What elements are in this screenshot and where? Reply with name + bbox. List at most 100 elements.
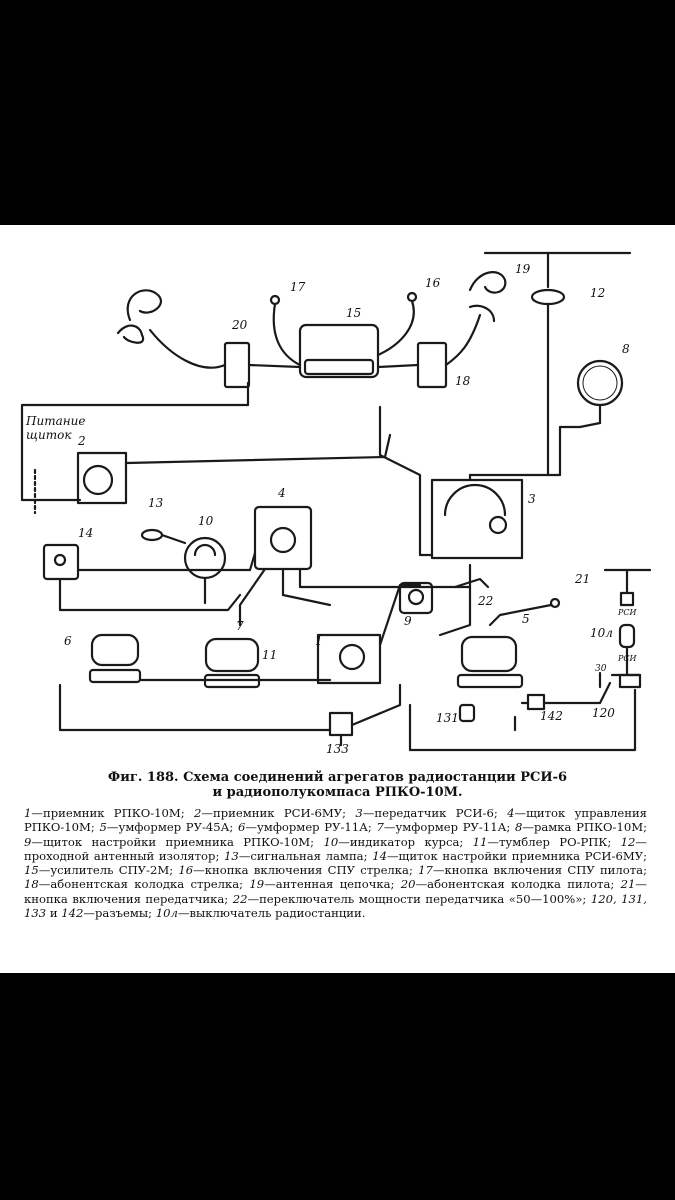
legend-item-number: 9 bbox=[24, 834, 32, 849]
legend-item: 8—рамка РПКО-10М; bbox=[515, 820, 647, 834]
legend-item: 7—умформер РУ-11А; bbox=[376, 820, 514, 834]
legend-item-number: 8 bbox=[514, 820, 523, 835]
legend-item-number: 16 bbox=[178, 863, 194, 878]
label-3: 3 bbox=[528, 492, 536, 506]
scanned-page: Питание щиток 1 2 3 4 5 6 7 8 9 10 11 12… bbox=[0, 225, 675, 973]
label-8: 8 bbox=[622, 342, 630, 356]
label-15: 15 bbox=[346, 306, 361, 320]
label-14: 14 bbox=[78, 526, 93, 540]
legend-item-text: —кнопка включения передатчика; bbox=[24, 877, 647, 906]
legend-item: 5—умформер РУ-45А; bbox=[100, 820, 238, 834]
figure-legend: 1—приемник РПКО-10М; 2—приемник РСИ-6МУ;… bbox=[24, 806, 647, 920]
label-1: 1 bbox=[315, 634, 323, 648]
label-19: 19 bbox=[515, 262, 531, 276]
legend-item-number: 11 bbox=[472, 834, 488, 849]
receiver-rpko10m bbox=[316, 633, 382, 685]
legend-item-number: 10л bbox=[155, 906, 178, 921]
connector-133 bbox=[328, 711, 354, 737]
label-133: 133 bbox=[326, 742, 349, 756]
label-10: 10 bbox=[198, 514, 214, 528]
legend-item: 142—разъемы; bbox=[61, 906, 155, 920]
transmitter-rsi6 bbox=[430, 478, 524, 560]
legend-item-text: —усилитель СПУ-2М; bbox=[38, 863, 179, 878]
connector-131 bbox=[458, 703, 476, 723]
legend-item-text: —индикатор курса; bbox=[338, 834, 473, 849]
legend-item: 18—абонентская колодка стрелка; bbox=[24, 877, 249, 891]
legend-item-text: —переключатель мощности передатчика «50—… bbox=[247, 891, 591, 906]
legend-item: 14—щиток настройки приемника РСИ-6МУ; bbox=[372, 849, 647, 863]
legend-item-text: —щиток настройки приемника РСИ-6МУ; bbox=[386, 848, 647, 863]
legend-item-number: 2 bbox=[194, 806, 202, 820]
amplifier-spu2m bbox=[298, 323, 380, 379]
label-20: 20 bbox=[231, 318, 248, 332]
legend-item-text: —сигнальная лампа; bbox=[238, 848, 373, 863]
label-12: 12 bbox=[590, 286, 605, 300]
legend-item-number: 10 bbox=[323, 834, 339, 849]
converter-7 bbox=[204, 637, 260, 673]
legend-item-number: 19 bbox=[249, 877, 265, 892]
label-6: 6 bbox=[64, 634, 72, 648]
label-17: 17 bbox=[290, 280, 306, 294]
label-4: 4 bbox=[277, 486, 286, 500]
legend-item-text: —абонентская колодка пилота; bbox=[415, 877, 621, 892]
station-switch bbox=[618, 623, 636, 649]
legend-item: 13—сигнальная лампа; bbox=[224, 849, 372, 863]
converter-6 bbox=[90, 633, 140, 667]
label-18: 18 bbox=[455, 374, 471, 388]
label-5: 5 bbox=[522, 612, 530, 626]
rpko-frame-loop bbox=[576, 359, 624, 407]
legend-item-number: 14 bbox=[372, 848, 387, 863]
label-rsi-bottom: РСИ bbox=[617, 654, 638, 663]
legend-item-text: —антенная цепочка; bbox=[264, 877, 401, 892]
legend-item-text: —тумблер РО-РПК; bbox=[487, 834, 621, 849]
connector-142 bbox=[526, 693, 546, 711]
label-120: 120 bbox=[592, 706, 615, 720]
legend-item: 9—щиток настройки приемника РПКО-10М; bbox=[24, 835, 323, 849]
legend-item-text: —разъемы; bbox=[83, 906, 156, 921]
label-2: 2 bbox=[77, 434, 86, 448]
label-10l: 10л bbox=[590, 626, 613, 640]
legend-item-number: 4 bbox=[507, 806, 515, 820]
legend-item-text: —приемник РПКО-10М; bbox=[31, 806, 195, 820]
legend-item-text: —щиток управления РПКО-10М; bbox=[24, 806, 647, 835]
label-power-panel: Питание bbox=[25, 414, 85, 428]
label-21: 21 bbox=[574, 572, 590, 586]
legend-item: 1—приемник РПКО-10М; bbox=[24, 806, 194, 820]
label-142: 142 bbox=[540, 709, 563, 723]
wiring-diagram: Питание щиток 1 2 3 4 5 6 7 8 9 10 11 12… bbox=[20, 251, 652, 756]
legend-item: 12—проходной антенный изолятор; bbox=[24, 835, 647, 863]
legend-item-number: 6 bbox=[238, 820, 246, 835]
label-16: 16 bbox=[425, 276, 441, 290]
label-22: 22 bbox=[477, 594, 493, 608]
legend-item-text: —умформер РУ-45А; bbox=[106, 820, 238, 835]
tuning-panel-rsi bbox=[42, 543, 80, 581]
legend-item: 11—тумблер РО-РПК; bbox=[473, 835, 621, 849]
legend-item-text: —кнопка включения СПУ стрелка; bbox=[193, 863, 419, 878]
legend-item-text: —умформер РУ-11А; bbox=[383, 820, 515, 835]
legend-item: 22—переключатель мощности передатчика «5… bbox=[233, 892, 591, 906]
legend-item-text: —умформер РУ-11А; bbox=[245, 820, 377, 835]
jack-box-gunner bbox=[416, 341, 448, 389]
legend-item: 20—абонентская колодка пилота; bbox=[401, 877, 621, 891]
legend-item-number: 12 bbox=[620, 834, 636, 849]
connector-120 bbox=[618, 673, 642, 689]
legend-item: 19—антенная цепочка; bbox=[249, 877, 400, 891]
legend-item: 21—кнопка включения передатчика; bbox=[24, 877, 647, 905]
legend-item: 16—кнопка включения СПУ стрелка; bbox=[178, 863, 418, 877]
legend-item-number: 3 bbox=[355, 806, 363, 820]
legend-item: 17—кнопка включения СПУ пилота; bbox=[418, 863, 647, 877]
legend-item-number: 20 bbox=[400, 877, 416, 892]
legend-item-text: —абонентская колодка стрелка; bbox=[38, 877, 250, 892]
figure-title: Фиг. 188. Схема соединений агрегатов рад… bbox=[0, 770, 675, 800]
legend-item: 15—усилитель СПУ-2М; bbox=[24, 863, 178, 877]
signal-lamp bbox=[140, 528, 164, 542]
label-13: 13 bbox=[148, 496, 164, 510]
legend-item-number: 13 bbox=[224, 848, 239, 863]
legend-item: 10—индикатор курса; bbox=[323, 835, 472, 849]
headset-gunner bbox=[468, 271, 507, 323]
receiver-rsi6mu bbox=[76, 451, 128, 505]
legend-item: 6—умформер РУ-11А; bbox=[238, 820, 376, 834]
label-131: 131 bbox=[436, 711, 459, 725]
legend-item-number: 7 bbox=[376, 820, 384, 835]
legend-item-text: —выключатель радиостанции. bbox=[177, 906, 366, 921]
